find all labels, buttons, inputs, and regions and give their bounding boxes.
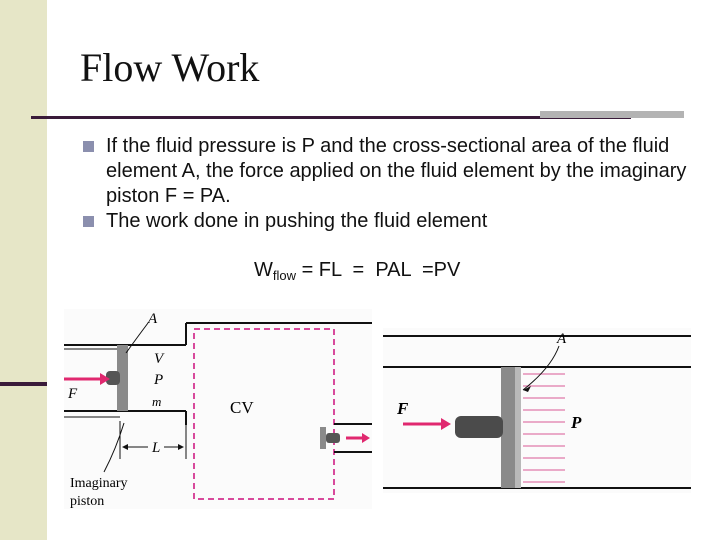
bullet-item: The work done in pushing the fluid eleme… xyxy=(80,209,700,234)
piston-rod xyxy=(106,371,120,385)
length-label: L xyxy=(151,440,160,456)
piston-plate xyxy=(117,345,128,411)
formula-subscript: flow xyxy=(272,268,297,283)
imaginary-piston-label-line1: Imaginary xyxy=(70,476,128,491)
cv-label: CV xyxy=(230,398,254,417)
left-accent-band xyxy=(0,0,47,540)
control-volume-figure: F A V P m CV L Imaginary piston xyxy=(64,309,372,509)
imaginary-piston-label-line2: piston xyxy=(70,494,104,509)
bullet-square-icon xyxy=(83,141,94,152)
area-label: A xyxy=(556,331,567,347)
title-rule-accent xyxy=(540,111,684,118)
formula-rest: = FL = PAL =PV xyxy=(296,259,461,281)
volume-label: V xyxy=(154,351,165,367)
force-label: F xyxy=(396,399,409,418)
bullet-square-icon xyxy=(83,216,94,227)
control-volume-boundary xyxy=(193,328,335,500)
title-rule xyxy=(31,116,631,119)
mass-label: m xyxy=(152,394,161,409)
bullet-item: If the fluid pressure is P and the cross… xyxy=(80,134,700,209)
area-label: A xyxy=(147,311,158,327)
bullet-list: If the fluid pressure is P and the cross… xyxy=(80,134,700,234)
slide-title: Flow Work xyxy=(80,45,260,90)
pressure-arrows xyxy=(523,373,565,483)
pressure-label: P xyxy=(153,372,163,388)
piston-pressure-figure: F P A xyxy=(383,328,691,493)
bullet-text: If the fluid pressure is P and the cross… xyxy=(106,135,687,207)
piston-plate xyxy=(501,367,515,488)
formula-w: W xyxy=(254,259,273,281)
left-accent-mark xyxy=(0,382,47,386)
pressure-label: P xyxy=(570,413,582,432)
bullet-text: The work done in pushing the fluid eleme… xyxy=(106,210,488,232)
flow-work-formula: Wflow = FL = PAL =PV xyxy=(254,259,460,283)
piston-rod xyxy=(455,416,503,438)
force-label: F xyxy=(67,386,78,402)
